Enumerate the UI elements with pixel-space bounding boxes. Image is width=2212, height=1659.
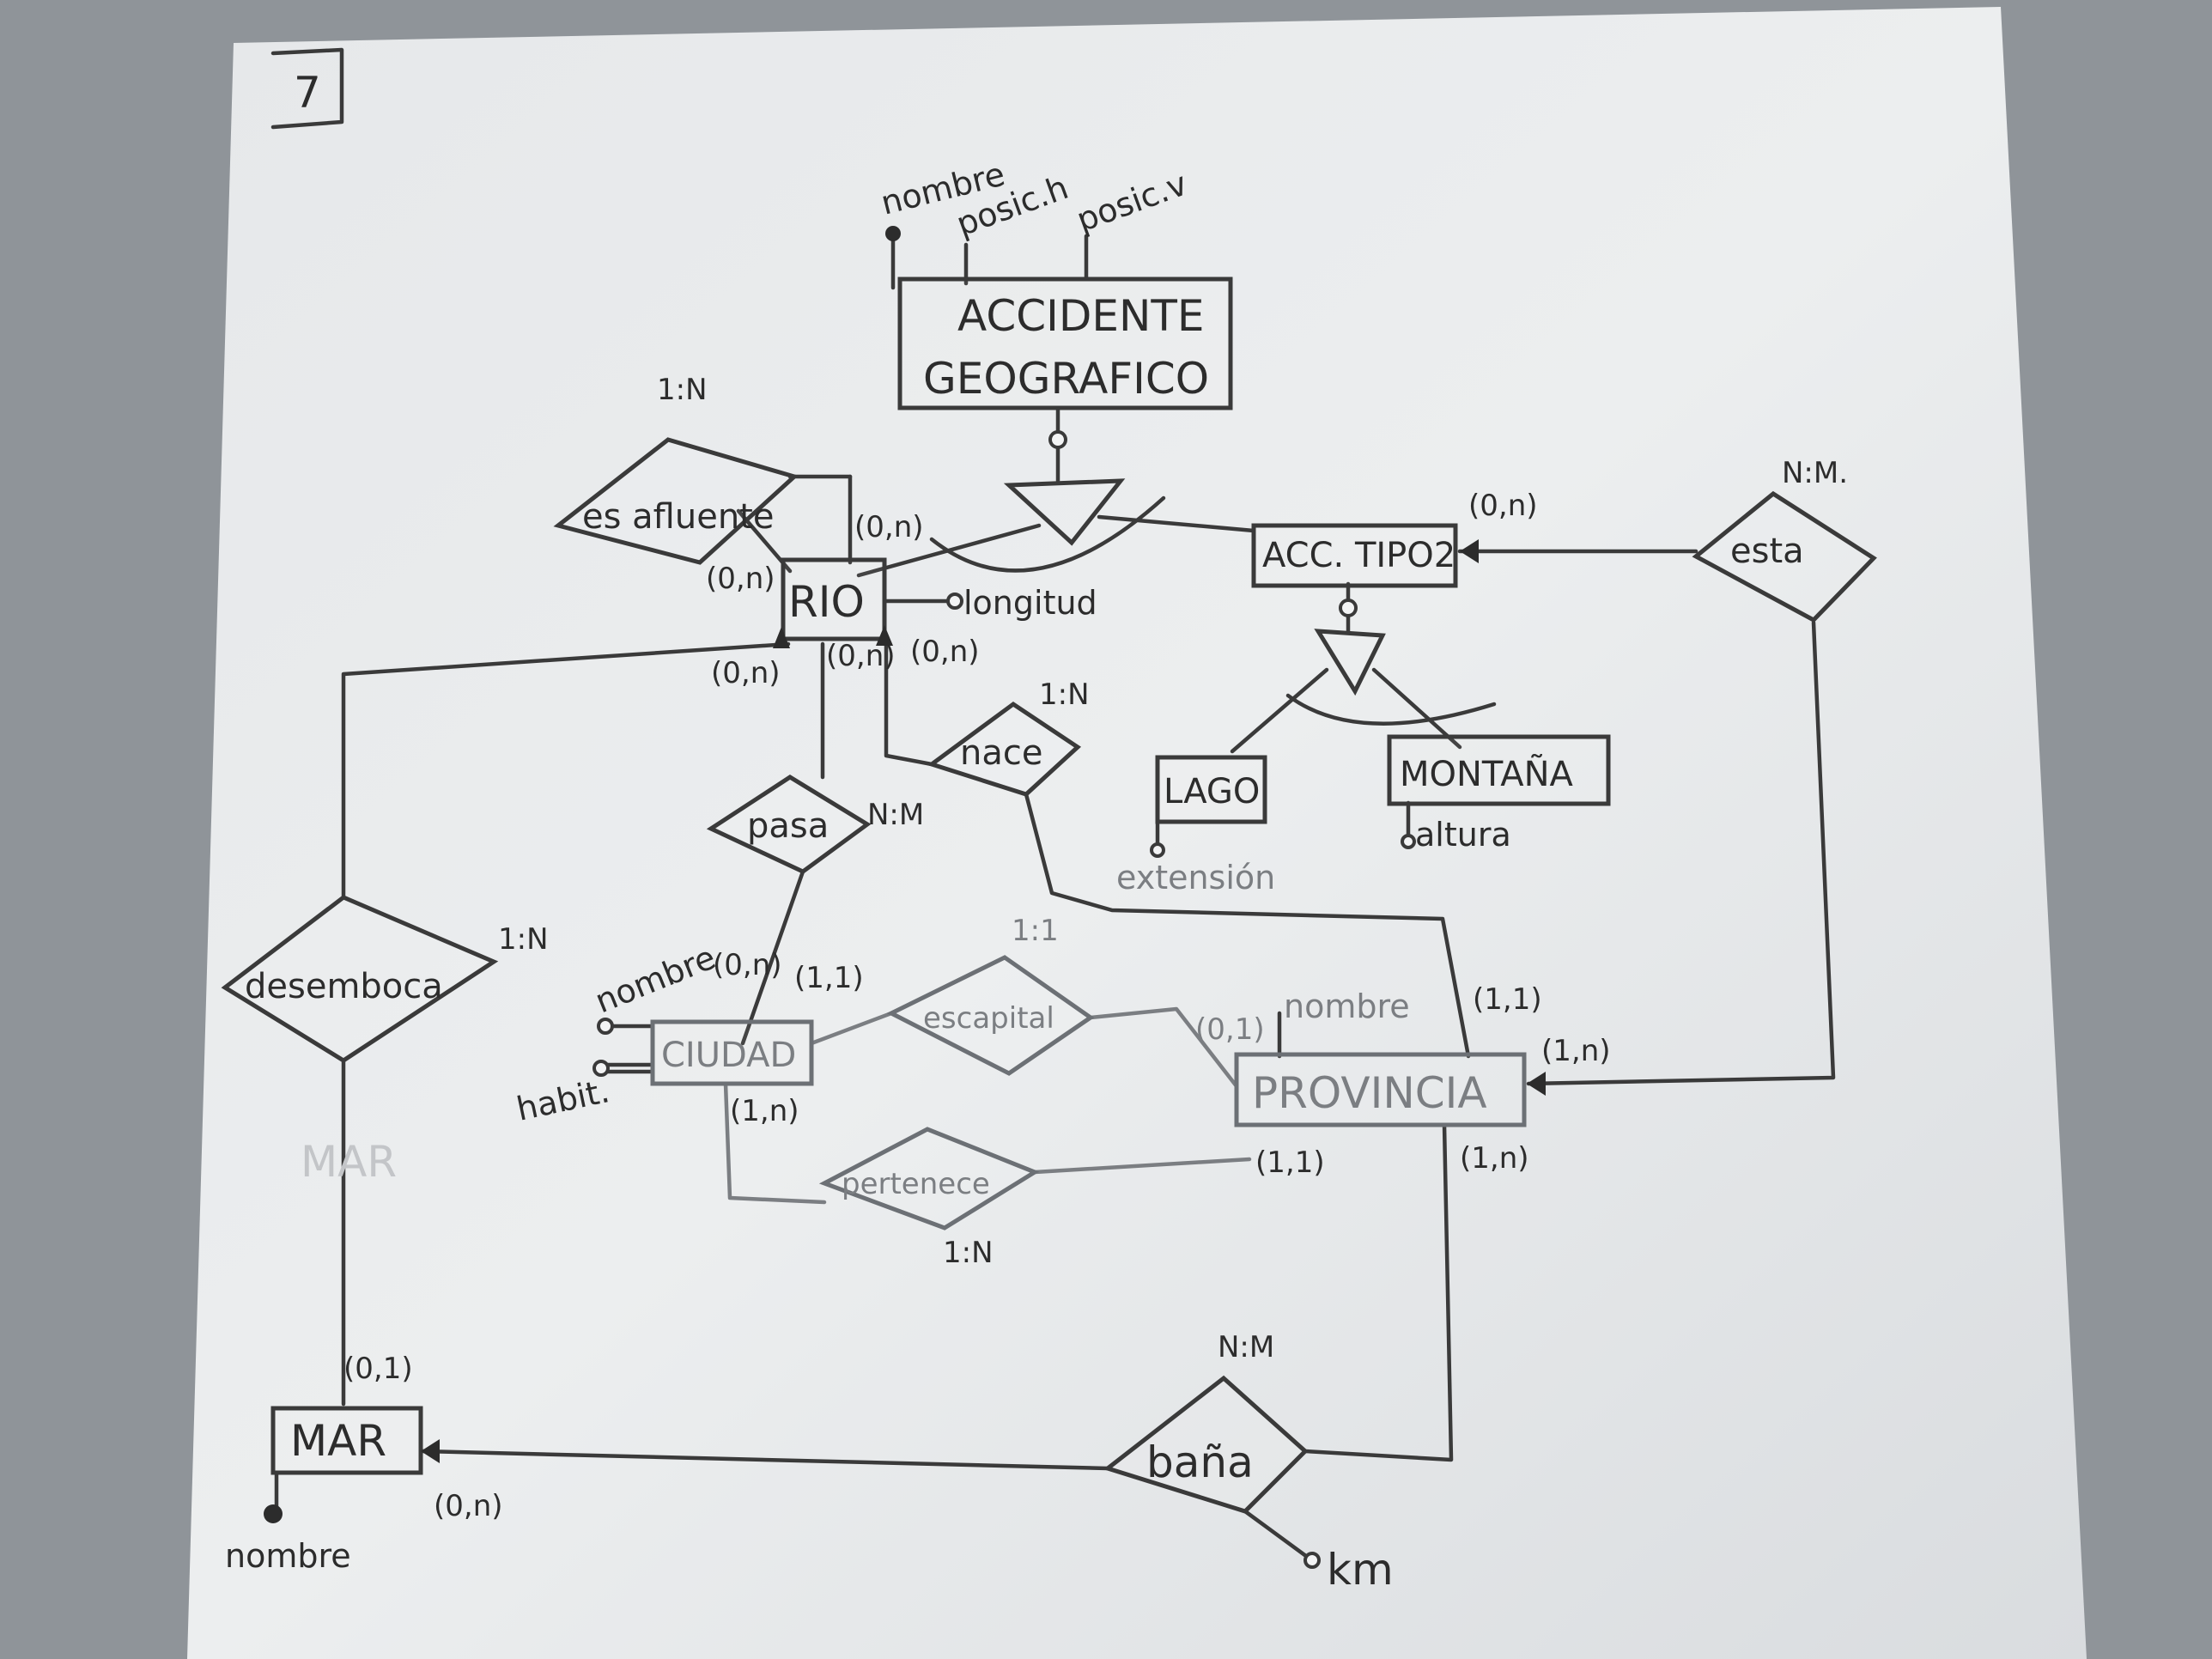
arrowhead-rio-nace <box>876 625 893 646</box>
rel-escapital-label: escapital <box>923 1001 1054 1036</box>
entity-mar: MAR <box>270 1406 423 1475</box>
card-ciudad-capital: (1,1) <box>794 961 864 995</box>
attr-dot-montana-altura <box>1401 834 1416 849</box>
paper-sheet <box>187 7 2087 1659</box>
rel-es-afluente-label: es afluente <box>582 497 774 537</box>
ratio-es-afluente: 1:N <box>657 373 708 407</box>
key-attr-dot-accidente-nombre <box>885 226 901 241</box>
rel-esta-label: esta <box>1730 532 1804 571</box>
card-ciudad-pasa: (0,n) <box>713 948 782 982</box>
attr-dot-isa-accidente <box>1048 430 1067 449</box>
attr-rio-longitud: longitud <box>963 584 1097 622</box>
entity-lago: LAGO <box>1155 755 1267 824</box>
card-provincia-bana: (1,n) <box>1460 1141 1529 1176</box>
attr-dot-lago-extension <box>1150 842 1165 858</box>
entity-montana: MONTAÑA <box>1387 734 1611 806</box>
entity-acc-tipo2-label: ACC. TIPO2 <box>1262 536 1455 575</box>
ratio-bana: N:M <box>1218 1330 1274 1364</box>
rel-pertenece: pertenece <box>818 1127 1040 1231</box>
arrowhead-mar <box>421 1439 440 1463</box>
card-rio-afluente-b: (0,n) <box>706 562 775 596</box>
entity-lago-label: LAGO <box>1164 772 1260 811</box>
page-number-box: 7 <box>270 47 344 130</box>
rel-es-afluente: es afluente <box>553 437 799 565</box>
page-number: 7 <box>294 68 321 118</box>
attr-dot-isa-tipo2 <box>1339 599 1358 617</box>
ratio-pasa: N:M <box>867 798 924 832</box>
ratio-pertenece: 1:N <box>943 1236 994 1270</box>
rel-bana-label: baña <box>1146 1437 1254 1487</box>
entity-accidente-geografico: ACCIDENTE GEOGRAFICO <box>897 276 1233 410</box>
entity-montana-label: MONTAÑA <box>1400 753 1574 794</box>
ratio-esta: N:M. <box>1782 456 1848 490</box>
attr-montana-altura: altura <box>1415 816 1511 854</box>
rel-desemboca: desemboca <box>221 895 499 1063</box>
attr-mar-nombre: nombre <box>225 1537 351 1575</box>
entity-rio-label: RIO <box>788 577 865 627</box>
key-attr-dot-ciudad-nombre <box>597 1018 614 1035</box>
rel-desemboca-label: desemboca <box>245 967 443 1006</box>
rel-escapital: escapital <box>886 955 1095 1076</box>
rel-esta: esta <box>1692 490 1877 623</box>
card-rio-afluente-a: (0,n) <box>854 510 924 544</box>
entity-provincia-label: PROVINCIA <box>1252 1068 1487 1118</box>
rel-pasa-label: pasa <box>747 806 829 846</box>
ratio-nace: 1:N <box>1039 678 1090 712</box>
ratio-escapital: 1:1 <box>1012 914 1059 948</box>
entity-provincia: PROVINCIA <box>1234 1052 1527 1127</box>
erased-mar-ghost: MAR <box>301 1137 397 1187</box>
attr-dot-rio-longitud <box>946 592 963 610</box>
rel-nace-label: nace <box>960 733 1042 773</box>
arrowhead-rio-desemboca <box>773 627 790 648</box>
isa-triangle-acc-tipo2 <box>1314 629 1386 696</box>
entity-acc-tipo2: ACC. TIPO2 <box>1251 523 1458 588</box>
arrowhead-provincia <box>1527 1072 1546 1096</box>
rel-pasa: pasa <box>706 775 872 874</box>
attr-lago-extension: extensión <box>1116 859 1275 896</box>
key-attr-dot-mar-nombre <box>264 1504 283 1523</box>
rel-nace: nace <box>927 701 1082 797</box>
card-acc-tipo2-esta: (0,n) <box>1468 489 1538 523</box>
ratio-desemboca: 1:N <box>498 922 549 957</box>
rel-pertenece-label: pertenece <box>842 1167 990 1201</box>
entity-ciudad: CIUDAD <box>650 1019 814 1086</box>
entity-ciudad-label: CIUDAD <box>661 1036 796 1075</box>
attr-dot-bana-km <box>1304 1552 1321 1569</box>
card-ciudad-pertenece: (1,n) <box>730 1094 799 1128</box>
card-provincia-nace: (1,1) <box>1473 982 1542 1017</box>
entity-accidente-line2: GEOGRAFICO <box>923 354 1209 404</box>
card-rio-pasa: (0,n) <box>826 639 896 673</box>
card-rio-nace: (0,n) <box>910 635 980 669</box>
card-provincia-esta: (1,n) <box>1541 1034 1611 1068</box>
rel-bana: baña <box>1103 1375 1309 1514</box>
attr-provincia-nombre: nombre <box>1284 988 1410 1025</box>
card-rio-desemboca: (0,n) <box>711 656 781 690</box>
entity-rio: RIO <box>781 557 887 641</box>
card-mar-bana: (0,n) <box>434 1489 503 1523</box>
isa-triangle-accidente <box>1003 478 1126 546</box>
card-mar-desemboca: (0,1) <box>343 1352 413 1386</box>
entity-accidente-line1: ACCIDENTE <box>957 291 1205 341</box>
arrowhead-acc-tipo2 <box>1460 539 1479 563</box>
card-provincia-pertenece: (1,1) <box>1255 1146 1325 1180</box>
attr-dot-ciudad-habit <box>592 1060 610 1077</box>
entity-mar-label: MAR <box>290 1416 386 1466</box>
attr-bana-km: km <box>1327 1545 1394 1595</box>
card-provincia-capital: (0,1) <box>1195 1012 1265 1047</box>
attribute-markers <box>264 226 1546 1569</box>
